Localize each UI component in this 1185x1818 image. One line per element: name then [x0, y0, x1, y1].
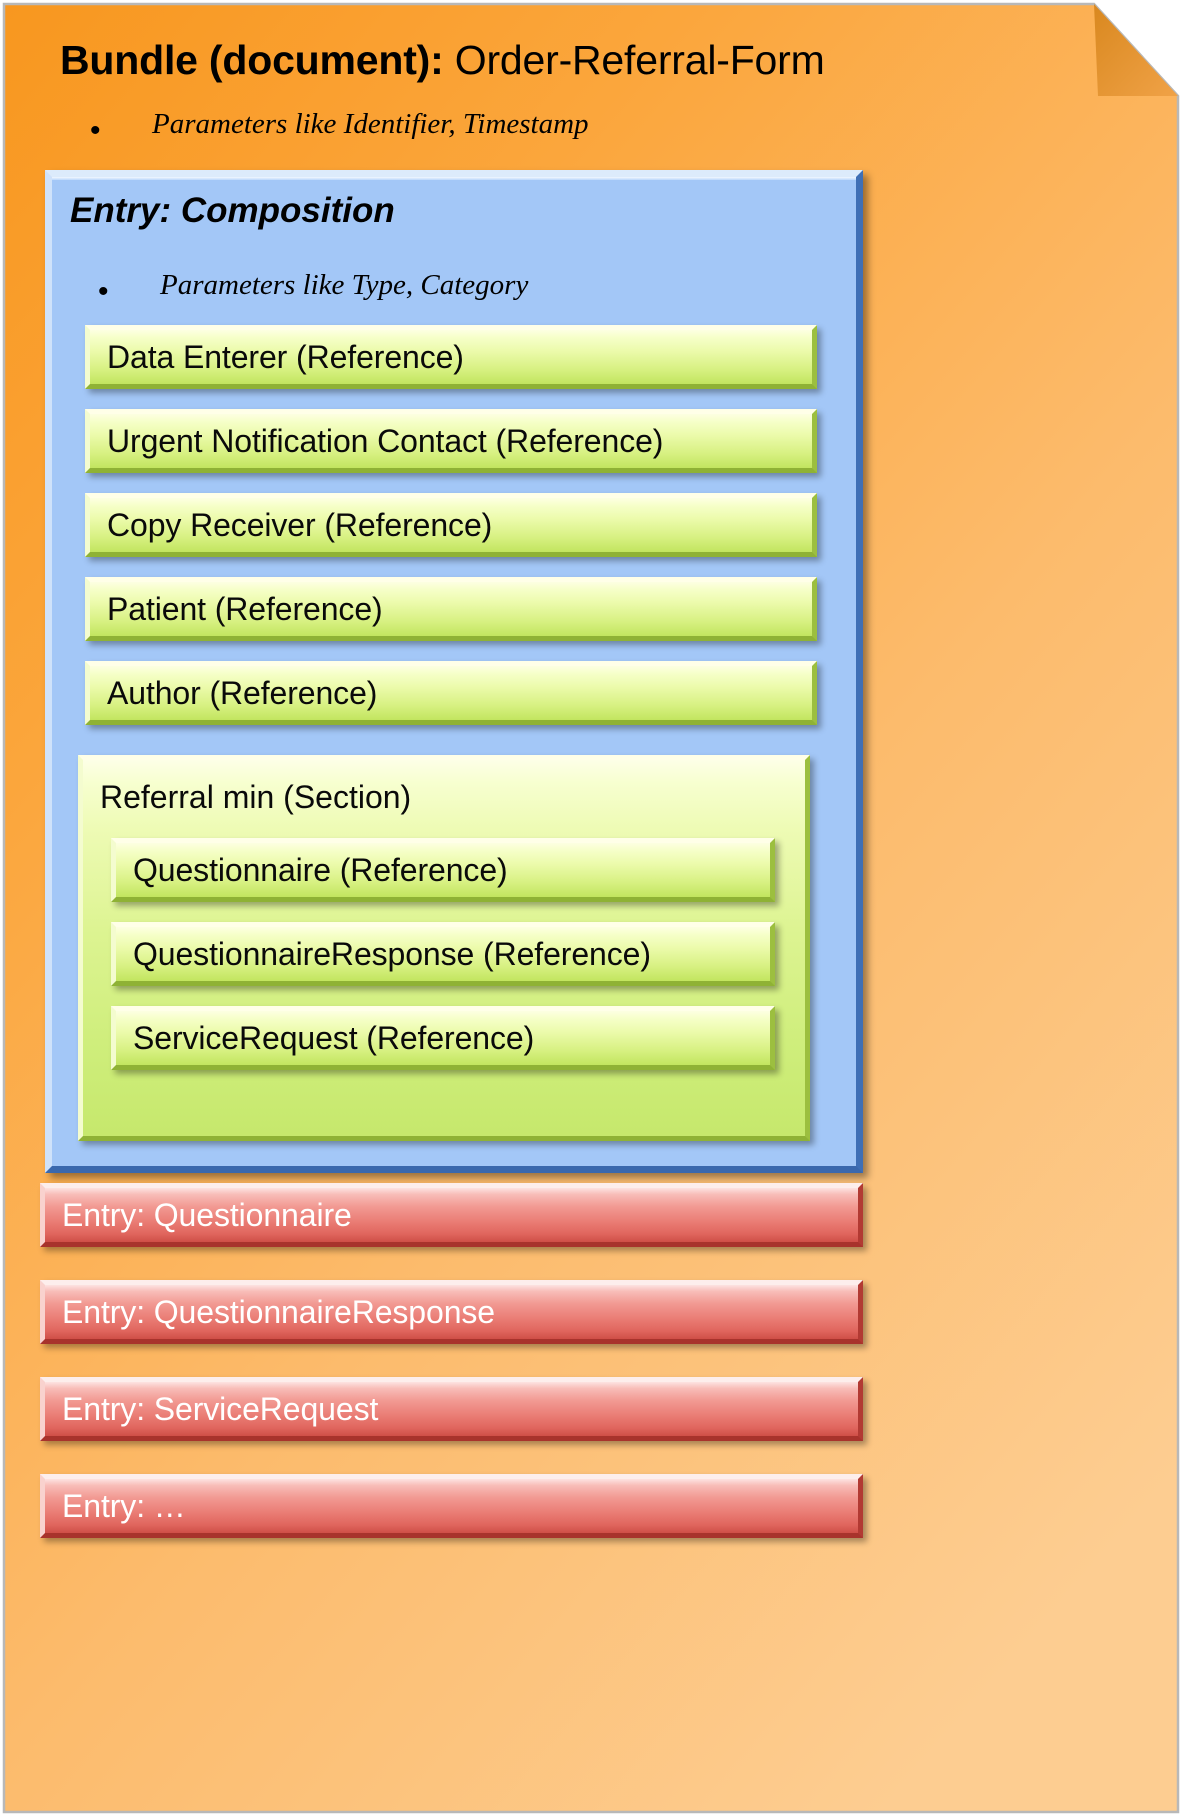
entry-questionnaire[interactable]: Entry: Questionnaire [40, 1183, 863, 1247]
bundle-fold-corner [1094, 4, 1178, 96]
reference-label: QuestionnaireResponse (Reference) [133, 935, 651, 972]
reference-patient[interactable]: Patient (Reference) [85, 577, 817, 641]
composition-parameters-text: Parameters like Type, Category [160, 269, 529, 301]
reference-service-request[interactable]: ServiceRequest (Reference) [111, 1006, 775, 1070]
section-label: Referral min (Section) [100, 779, 412, 815]
bundle-title-normal: Order-Referral-Form [443, 37, 825, 83]
entry-label: Entry: Questionnaire [62, 1196, 352, 1233]
bullet-dot-icon: • [98, 275, 109, 308]
reference-questionnaire[interactable]: Questionnaire (Reference) [111, 838, 775, 902]
composition-title: Entry: Composition [70, 191, 395, 230]
reference-urgent-notification-contact[interactable]: Urgent Notification Contact (Reference) [85, 409, 817, 473]
reference-label: Questionnaire (Reference) [133, 851, 508, 888]
section-referral-min[interactable]: Referral min (Section) Questionnaire (Re… [78, 755, 810, 1141]
reference-data-enterer[interactable]: Data Enterer (Reference) [85, 325, 817, 389]
entry-label: Entry: ServiceRequest [62, 1390, 379, 1427]
reference-label: Copy Receiver (Reference) [107, 506, 493, 543]
reference-label: Patient (Reference) [107, 590, 383, 627]
reference-label: ServiceRequest (Reference) [133, 1019, 535, 1056]
entry-service-request[interactable]: Entry: ServiceRequest [40, 1377, 863, 1441]
reference-questionnaire-response[interactable]: QuestionnaireResponse (Reference) [111, 922, 775, 986]
reference-label: Data Enterer (Reference) [107, 338, 464, 375]
entry-ellipsis[interactable]: Entry: … [40, 1474, 863, 1538]
bundle-parameters-text: Parameters like Identifier, Timestamp [152, 108, 589, 140]
reference-label: Author (Reference) [107, 674, 378, 711]
reference-copy-receiver[interactable]: Copy Receiver (Reference) [85, 493, 817, 557]
bundle-title: Bundle (document): Order-Referral-Form [60, 37, 825, 83]
reference-author[interactable]: Author (Reference) [85, 661, 817, 725]
reference-label: Urgent Notification Contact (Reference) [107, 422, 664, 459]
entry-label: Entry: … [62, 1487, 186, 1524]
bullet-dot-icon: • [90, 114, 101, 147]
entry-label: Entry: QuestionnaireResponse [62, 1293, 495, 1330]
bundle-title-strong: Bundle (document): [60, 37, 444, 83]
entry-questionnaire-response[interactable]: Entry: QuestionnaireResponse [40, 1280, 863, 1344]
